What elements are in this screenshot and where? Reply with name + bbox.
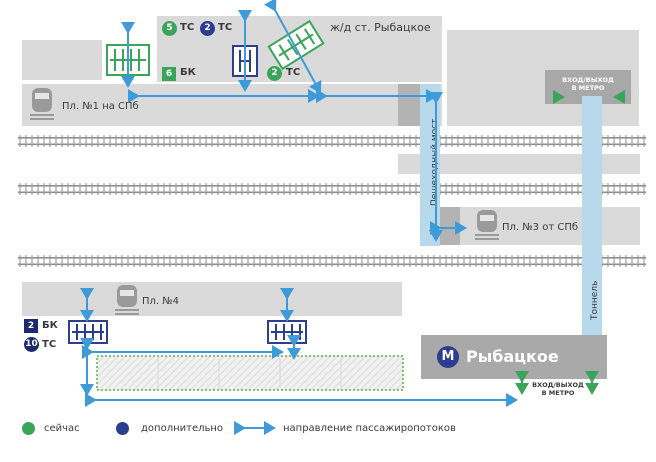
platform-1-label: Пл. №1 на СПб: [62, 101, 139, 112]
train-icon-p4: [115, 285, 139, 315]
legend-now-label: сейчас: [44, 423, 80, 434]
legend-flow-label: направление пассажиропотоков: [283, 423, 456, 434]
metro-entrance-bottom-line2: В МЕТРО: [541, 389, 575, 397]
badge-now-tc-diag: 2: [267, 66, 282, 81]
badge-p4-tc: 10: [24, 337, 39, 352]
construction-dividers: [157, 358, 342, 388]
track-3: [18, 255, 646, 267]
badge-p4-bk-label: БК: [42, 320, 58, 331]
station-title: ж/д ст. Рыбацкое: [330, 21, 431, 34]
left-block: [22, 40, 102, 80]
train-icon-p3: [475, 210, 499, 240]
legend: сейчас дополнительно направление пассажи…: [0, 418, 656, 448]
badge-now-tc-top: 5: [162, 21, 177, 36]
legend-extra-swatch: [116, 422, 129, 435]
track-1: [18, 135, 646, 147]
metro-name: Рыбацкое: [466, 347, 559, 366]
platform-4-label: Пл. №4: [142, 296, 180, 307]
track-2: [18, 183, 646, 195]
metro-entrance-bottom: ВХОД/ВЫХОД В МЕТРО: [528, 381, 588, 397]
metro-entrance-top-line2: В МЕТРО: [571, 84, 605, 92]
legend-extra-label: дополнительно: [141, 423, 224, 434]
middle-band: [398, 154, 640, 174]
legend-now-swatch: [22, 422, 35, 435]
badge-extra-tc-top-label: ТС: [218, 22, 233, 33]
badge-now-tc-top-label: ТС: [180, 22, 195, 33]
badge-now-tc-diag-label: ТС: [286, 67, 301, 78]
tunnel: [582, 96, 602, 336]
metro-entrance-top-line1: ВХОД/ВЫХОД: [562, 76, 614, 84]
badge-p4-tc-label: ТС: [42, 339, 57, 350]
train-icon-p1: [30, 88, 54, 120]
badge-bk-top: 6: [162, 67, 176, 81]
metro-entrance-bottom-line1: ВХОД/ВЫХОД: [532, 381, 584, 389]
badge-extra-tc-top: 2: [200, 21, 215, 36]
legend-flow-arrow-icon: [234, 421, 276, 435]
metro-logo-icon: М: [437, 346, 459, 368]
flow-arrow-diag: [264, 0, 322, 94]
platform-3-label: Пл. №3 от СПб: [502, 222, 579, 233]
badge-bk-top-label: БК: [180, 67, 196, 78]
badge-p4-bk: 2: [24, 319, 38, 333]
